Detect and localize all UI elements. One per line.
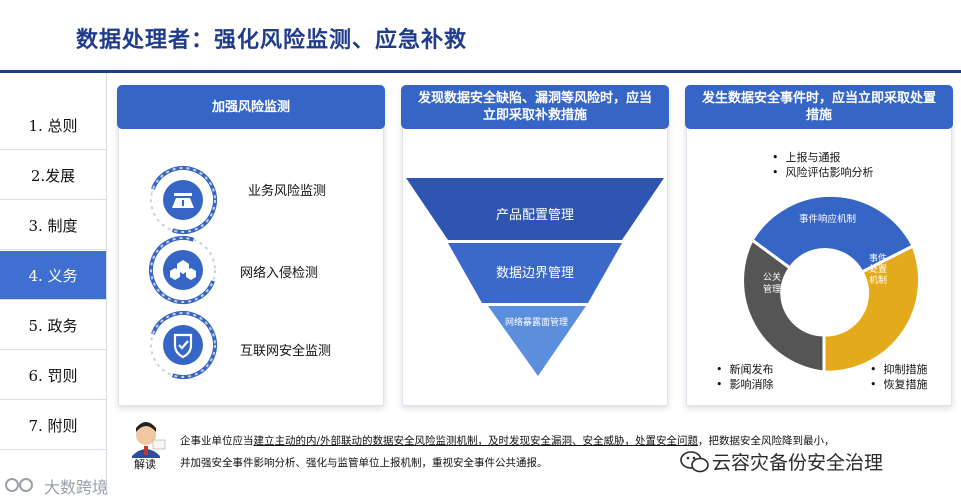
sidebar-item-system[interactable]: 3. 制度 — [0, 201, 106, 250]
sidebar-item-penalty[interactable]: 6. 罚则 — [0, 351, 106, 400]
segment-label-handling-line1: 事件 — [868, 254, 888, 265]
segment-label-handling: 事件 处置 机制 — [868, 254, 888, 287]
segment-label-handling-line2: 处置 — [868, 265, 888, 276]
note-prefix: 企事业单位应当 — [180, 435, 254, 447]
bullet-report: 上报与通报 — [785, 151, 840, 164]
bullet-recovery: 恢复措施 — [883, 378, 927, 391]
bullet-item: • 抑制措施 — [870, 362, 927, 377]
bullet-impact-removal: 影响消除 — [729, 378, 773, 391]
presenter-avatar-icon — [132, 422, 165, 458]
wechat-brand-text: 云容灾备份安全治理 — [712, 448, 883, 475]
funnel-label-2: 数据边界管理 — [496, 262, 574, 281]
sidebar-item-development[interactable]: 2.发展 — [0, 151, 106, 200]
bullet-item: • 风险评估影响分析 — [772, 165, 873, 180]
bullet-containment: 抑制措施 — [883, 363, 927, 376]
bullets-left: • 新闻发布 • 影响消除 — [716, 362, 773, 392]
segment-label-pr: 公关 管理 — [762, 272, 782, 296]
page-title: 数据处理者：强化风险监测、应急补救 — [76, 22, 467, 54]
segment-label-pr-line2: 管理 — [762, 284, 782, 296]
bullet-item: • 上报与通报 — [772, 150, 873, 165]
label-internet-security: 互联网安全监测 — [240, 340, 331, 359]
panel-risk-monitoring-header: 加强风险监测 — [117, 85, 385, 129]
panel-incident-response-header-line1: 发生数据安全事件时，应当立即采取处置 — [702, 90, 936, 107]
note-suffix: ，把数据安全风险降到最小， — [698, 435, 835, 447]
brand-logo-icon — [4, 474, 40, 496]
avatar-label: 解读 — [134, 456, 156, 472]
bullets-right: • 抑制措施 • 恢复措施 — [870, 362, 927, 392]
panel-incident-response-header-line2: 措施 — [702, 107, 936, 124]
bullet-item: • 影响消除 — [716, 377, 773, 392]
segment-label-handling-line3: 机制 — [868, 276, 888, 287]
sidebar-item-obligation[interactable]: 4. 义务 — [0, 251, 106, 300]
funnel-label-1: 产品配置管理 — [496, 204, 574, 223]
panel-remediation-header: 发现数据安全缺陷、漏洞等风险时，应当 立即采取补救措施 — [401, 85, 669, 129]
funnel-label-3: 网络暴露面管理 — [505, 315, 568, 328]
segment-label-response: 事件响应机制 — [799, 212, 856, 227]
panel-remediation-header-line2: 立即采取补救措施 — [418, 107, 652, 124]
segment-label-pr-line1: 公关 — [762, 272, 782, 284]
label-business-risk: 业务风险监测 — [248, 180, 326, 199]
panel-incident-response: 发生数据安全事件时，应当立即采取处置 措施 — [686, 88, 952, 406]
note-underlined: 建立主动的内/外部联动的数据安全风险监测机制，及时发现安全漏洞、安全威胁，处置安… — [254, 435, 699, 447]
label-intrusion-detection: 网络入侵检测 — [240, 262, 318, 281]
bullets-top: • 上报与通报 • 风险评估影响分析 — [772, 150, 873, 180]
title-divider — [0, 70, 961, 73]
panel-remediation-header-line1: 发现数据安全缺陷、漏洞等风险时，应当 — [418, 90, 652, 107]
bullet-item: • 恢复措施 — [870, 377, 927, 392]
sidebar-item-general[interactable]: 1. 总则 — [0, 101, 106, 150]
bullet-press-release: 新闻发布 — [729, 363, 773, 376]
brand-logo-text: 大数跨境 — [44, 474, 108, 498]
panel-incident-response-header: 发生数据安全事件时，应当立即采取处置 措施 — [685, 85, 953, 129]
wechat-icon — [680, 450, 710, 474]
panel-remediation: 发现数据安全缺陷、漏洞等风险时，应当 立即采取补救措施 — [402, 88, 668, 406]
sidebar-item-government[interactable]: 5. 政务 — [0, 301, 106, 350]
sidebar-nav: 1. 总则 2.发展 3. 制度 4. 义务 5. 政务 6. 罚则 7. 附则 — [0, 73, 107, 493]
sidebar-item-appendix[interactable]: 7. 附则 — [0, 401, 106, 450]
bullet-risk-assessment: 风险评估影响分析 — [785, 166, 873, 179]
bullet-item: • 新闻发布 — [716, 362, 773, 377]
